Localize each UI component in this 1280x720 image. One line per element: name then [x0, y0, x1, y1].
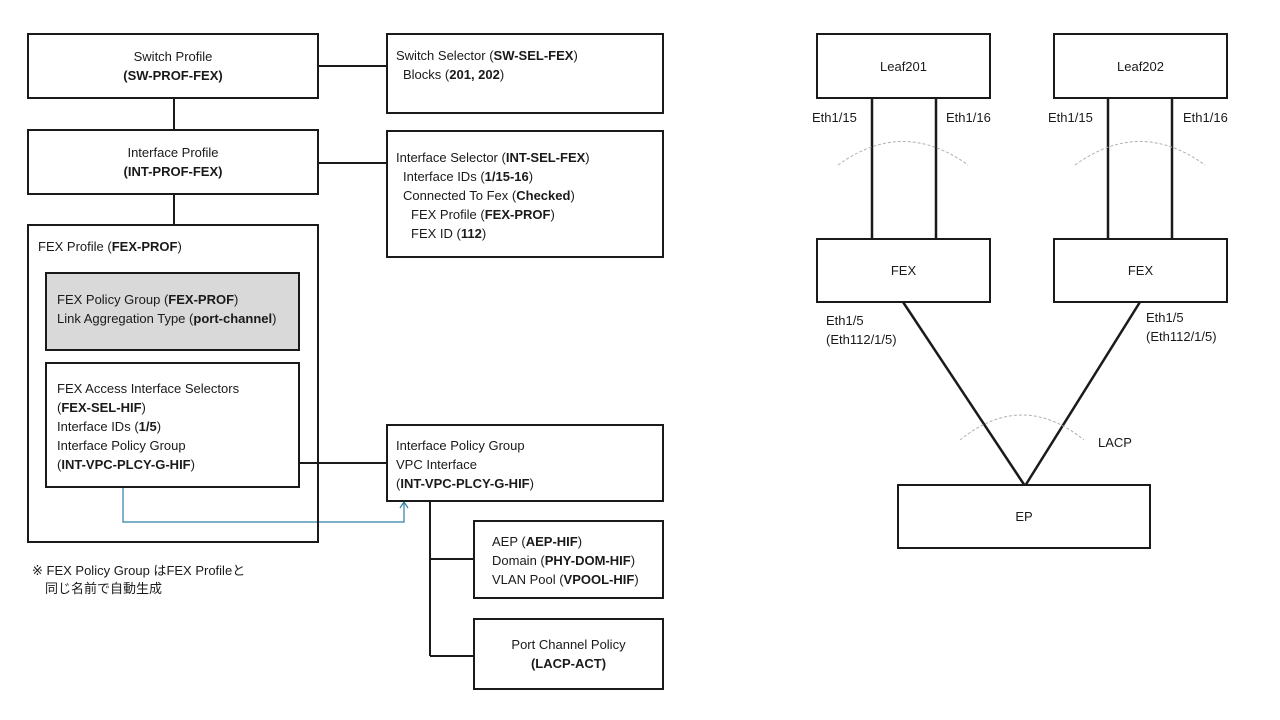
interface-profile-title: Interface Profile [127, 145, 219, 160]
switch-selector-title: Switch Selector (SW-SEL-FEX) [396, 48, 578, 63]
fex2-box: FEX [1053, 238, 1228, 303]
switch-profile-title: Switch Profile [133, 49, 213, 64]
leaf201-box: Leaf201 [816, 33, 991, 99]
leaf202-label: Leaf202 [1117, 58, 1164, 74]
aep-box: AEP (AEP-HIF) Domain (PHY-DOM-HIF) VLAN … [473, 520, 664, 599]
fex-policy-group-title: FEX Policy Group (FEX-PROF) [57, 292, 239, 307]
port-channel-policy-box: Port Channel Policy (LACP-ACT) [473, 618, 664, 690]
interface-selector-connected: Connected To Fex (Checked) [403, 188, 575, 203]
port-channel-policy-title: Port Channel Policy [511, 637, 626, 652]
portchannel-arc-1 [837, 141, 969, 166]
fex-policy-group-link-type: Link Aggregation Type (port-channel) [57, 311, 277, 326]
fex-access-selectors-box: FEX Access Interface Selectors (FEX-SEL-… [45, 362, 300, 488]
fex2-label: FEX [1127, 263, 1154, 278]
leaf201-label: Leaf201 [880, 58, 927, 74]
fex-access-selectors-ids: Interface IDs (1/5) [57, 419, 162, 434]
interface-selector-ids: Interface IDs (1/15-16) [403, 169, 534, 184]
interface-selector-fex-id: FEX ID (112) [411, 226, 487, 241]
ipg-title: Interface Policy Group [396, 438, 525, 453]
footnote: ※ FEX Policy Group はFEX Profileと 同じ名前で自動… [32, 562, 245, 598]
fex-access-selectors-ipg: (INT-VPC-PLCY-G-HIF) [57, 457, 195, 472]
fex-policy-group-box: FEX Policy Group (FEX-PROF) Link Aggrega… [45, 272, 300, 351]
switch-selector-box: Switch Selector (SW-SEL-FEX) Blocks (201… [386, 33, 664, 114]
footnote-line-1: ※ FEX Policy Group はFEX Profileと [32, 563, 246, 578]
portchannel-arc-2 [1074, 141, 1206, 166]
lacp-arc [959, 414, 1085, 441]
leaf202-port-a: Eth1/15 [1048, 110, 1093, 125]
link-fex1-ep [901, 301, 1027, 487]
interface-selector-fex-profile: FEX Profile (FEX-PROF) [411, 207, 555, 222]
interface-policy-group-box: Interface Policy Group VPC Interface (IN… [386, 424, 664, 502]
link-fex2-ep [1023, 301, 1142, 487]
fex1-port: Eth1/5 (Eth112/1/5) [826, 313, 897, 347]
footnote-line-2: 同じ名前で自動生成 [45, 581, 163, 596]
interface-profile-name: (INT-PROF-FEX) [123, 164, 223, 179]
ep-box: EP [897, 484, 1151, 549]
domain-line: Domain (PHY-DOM-HIF) [492, 553, 636, 568]
leaf202-box: Leaf202 [1053, 33, 1228, 99]
ipg-subtitle: VPC Interface [396, 457, 477, 472]
fex-access-selectors-ipg-label: Interface Policy Group [57, 438, 186, 453]
ipg-name: (INT-VPC-PLCY-G-HIF) [396, 476, 534, 491]
leaf202-port-b: Eth1/16 [1183, 110, 1228, 125]
reference-arrowhead-right [399, 500, 409, 509]
fex2-port: Eth1/5 (Eth112/1/5) [1146, 310, 1217, 344]
port-channel-policy-name: (LACP-ACT) [530, 656, 607, 671]
fex-access-selectors-title: FEX Access Interface Selectors [57, 381, 240, 396]
fex-access-selectors-name: (FEX-SEL-HIF) [57, 400, 146, 415]
aep-line: AEP (AEP-HIF) [492, 534, 583, 549]
vlan-pool-line: VLAN Pool (VPOOL-HIF) [492, 572, 639, 587]
switch-profile-name: (SW-PROF-FEX) [123, 68, 223, 83]
interface-selector-title: Interface Selector (INT-SEL-FEX) [396, 150, 590, 165]
fex1-label: FEX [890, 263, 917, 278]
switch-selector-blocks: Blocks (201, 202) [403, 67, 505, 82]
interface-profile-box: Interface Profile (INT-PROF-FEX) [27, 129, 319, 195]
fex-profile-title: FEX Profile (FEX-PROF) [38, 239, 182, 254]
lacp-label: LACP [1098, 435, 1132, 450]
interface-selector-box: Interface Selector (INT-SEL-FEX) Interfa… [386, 130, 664, 258]
switch-profile-box: Switch Profile (SW-PROF-FEX) [27, 33, 319, 99]
leaf201-port-b: Eth1/16 [946, 110, 991, 125]
fex-profile-box: FEX Profile (FEX-PROF) [27, 224, 319, 543]
leaf201-port-a: Eth1/15 [812, 110, 857, 125]
fex1-box: FEX [816, 238, 991, 303]
ep-label: EP [1015, 509, 1033, 524]
reference-arrow [122, 476, 405, 523]
